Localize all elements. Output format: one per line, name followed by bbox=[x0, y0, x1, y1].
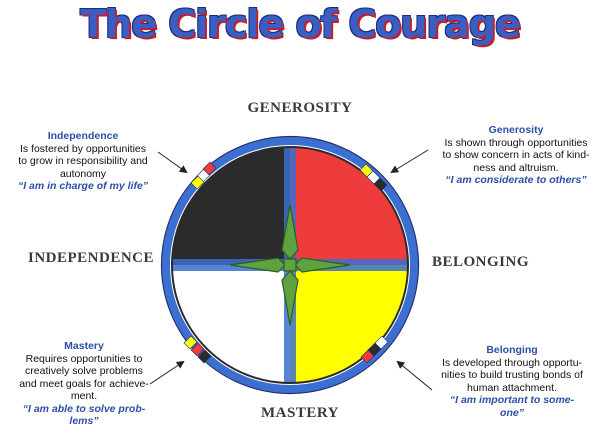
note-line: Is developed through opportu- bbox=[441, 356, 583, 369]
note-quote: one” bbox=[500, 406, 524, 419]
note-independence: Independence Is fostered by opportunitie… bbox=[8, 130, 158, 193]
rim-band-bottom-left bbox=[183, 335, 212, 364]
note-line: Requires opportunities to bbox=[25, 352, 143, 365]
note-quote: “I am in charge of my life” bbox=[17, 180, 149, 192]
note-mastery: Mastery Requires opportunities to creati… bbox=[14, 340, 154, 428]
note-quote: “I am considerate to others” bbox=[445, 174, 587, 186]
wheel-rim-inner bbox=[171, 146, 409, 384]
note-line: Is shown through opportunities bbox=[444, 136, 588, 149]
quadrant-independence-black bbox=[172, 147, 290, 265]
note-quote: “I am important to some- bbox=[449, 394, 575, 406]
arrow-independence bbox=[157, 151, 188, 174]
note-line: creatively solve problems bbox=[25, 365, 143, 377]
rim-band-top-right bbox=[359, 163, 388, 192]
direction-label-belonging: BELONGING bbox=[432, 254, 530, 270]
note-line: autonomy bbox=[59, 167, 107, 180]
note-belonging: Belonging Is developed through opportu- … bbox=[432, 344, 592, 419]
direction-label-mastery: MASTERY bbox=[261, 405, 339, 421]
quadrant-generosity-red bbox=[290, 147, 408, 265]
direction-label-generosity: GENEROSITY bbox=[247, 100, 353, 116]
note-line: nities to build trusting bonds of bbox=[441, 369, 583, 381]
note-title: Mastery bbox=[64, 340, 104, 352]
rim-band-bottom-right bbox=[360, 335, 389, 364]
arrow-generosity bbox=[390, 149, 429, 174]
note-quote: “I am able to solve prob- bbox=[22, 402, 146, 415]
quadrant-mastery-white bbox=[172, 265, 290, 383]
note-title: Generosity bbox=[488, 124, 544, 136]
note-line: human attachment. bbox=[467, 381, 557, 394]
note-line: ment. bbox=[70, 390, 98, 402]
arrow-mastery bbox=[149, 360, 185, 385]
quadrant-belonging-yellow bbox=[290, 265, 408, 383]
note-line: to grow in responsibility and bbox=[18, 155, 148, 167]
note-line: to show concern in acts of kind- bbox=[442, 149, 590, 161]
diagram-title: The Circle of Courage bbox=[80, 2, 520, 46]
note-generosity: Generosity Is shown through opportunitie… bbox=[438, 124, 594, 187]
wheel-rim-outer bbox=[162, 137, 418, 393]
green-cross bbox=[229, 204, 351, 326]
note-title: Belonging bbox=[486, 344, 538, 356]
note-line: Is fostered by opportunities bbox=[19, 142, 147, 155]
arrow-belonging bbox=[396, 360, 433, 391]
note-line: and meet goals for achieve- bbox=[19, 377, 149, 390]
rim-band-top-left bbox=[190, 161, 217, 190]
note-title: Independence bbox=[47, 130, 119, 142]
note-quote: lems” bbox=[69, 415, 99, 427]
direction-label-independence: INDEPENDENCE bbox=[28, 250, 155, 266]
note-line: ness and altruism. bbox=[473, 161, 559, 174]
